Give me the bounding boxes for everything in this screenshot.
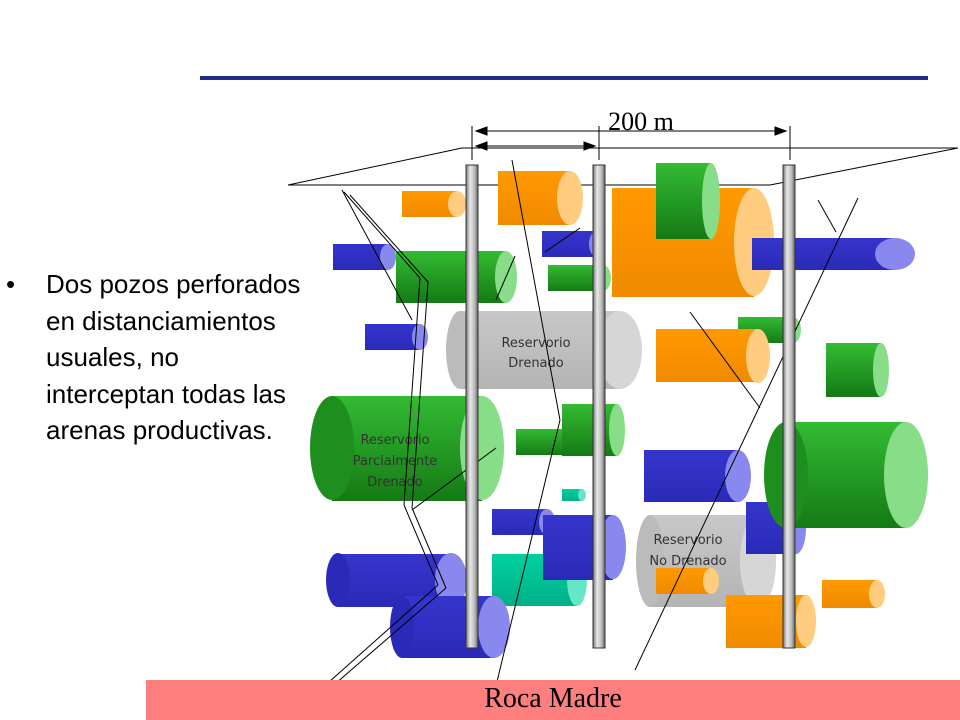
- partial-label-line2: Parcialmente: [353, 454, 438, 469]
- sand-cylinder-icon: [498, 171, 583, 225]
- drained-label-line1: Reservorio: [501, 336, 570, 351]
- bullet-list: • Dos pozos perforados en distanciamient…: [6, 266, 306, 449]
- partial-label-line1: Reservorio: [360, 433, 429, 448]
- bedrock-band: Roca Madre: [146, 680, 960, 720]
- sand-cylinder-icon: [326, 553, 467, 607]
- bullet-dot-icon: •: [6, 269, 16, 299]
- undrained-label-line2: No Drenado: [649, 554, 726, 569]
- sand-cylinder-icon: [562, 404, 625, 456]
- sand-cylinder-icon: [826, 343, 889, 397]
- scale-label: 200 m: [608, 107, 674, 136]
- partial-reservoir: Reservorio Parcialmente Drenado: [310, 396, 504, 501]
- sand-cylinder-icon: [402, 191, 466, 217]
- sand-cylinder-icon: [543, 515, 626, 580]
- undrained-label-line1: Reservorio: [653, 533, 722, 548]
- sand-cylinder-icon: [644, 450, 751, 502]
- sand-cylinder-icon: [562, 489, 586, 501]
- well-pipe-icon: [782, 164, 796, 649]
- sand-cylinder-icon: [726, 595, 816, 648]
- bedrock-label: Roca Madre: [484, 683, 622, 714]
- sand-cylinder-icon: [365, 324, 428, 350]
- scale-bar: [471, 126, 791, 160]
- drained-label-line2: Drenado: [508, 356, 564, 371]
- sand-cylinder-icon: [656, 568, 719, 594]
- sand-cylinder-icon: [656, 329, 770, 383]
- well-pipe-icon: [465, 164, 479, 649]
- fault-lines: [319, 159, 859, 691]
- sand-cylinder-icon: [396, 251, 517, 303]
- sand-cylinder-icon: [333, 244, 396, 270]
- surface-plane: [287, 147, 959, 186]
- sand-cylinder-icon: [822, 580, 885, 608]
- bullet-item: • Dos pozos perforados en distanciamient…: [6, 266, 306, 449]
- bullet-text: Dos pozos perforados en distanciamientos…: [46, 269, 301, 445]
- sand-cylinder-icon: [656, 163, 720, 239]
- title-rule: [200, 76, 928, 80]
- sand-cylinder-icon: [390, 596, 510, 658]
- well-pipe-icon: [592, 164, 606, 649]
- partial-label-line3: Drenado: [367, 475, 423, 490]
- sand-cylinder-icon: [752, 238, 915, 270]
